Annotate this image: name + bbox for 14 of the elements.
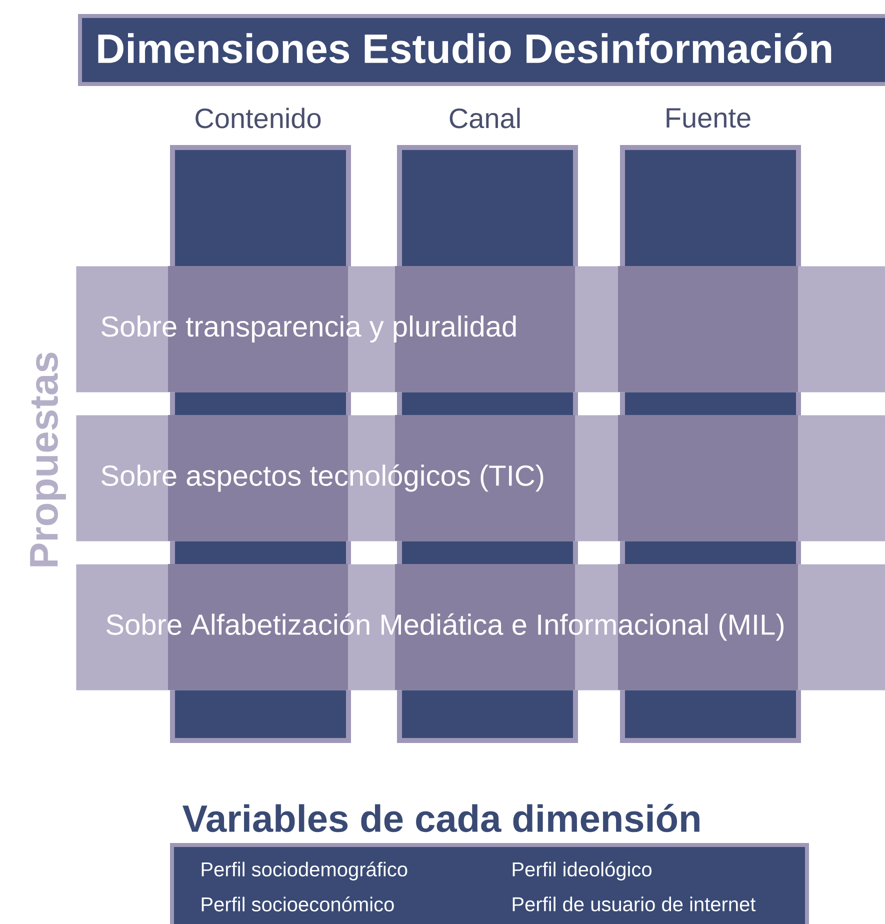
node-label: Perfil de usuario de internet: [512, 896, 756, 912]
title-banner: Dimensiones Estudio Desinformación: [78, 14, 885, 86]
variables-panel: Perfil sociodemográfico Perfil ideológico Perfil socioeconómico Perfil de usuario de internet: [170, 843, 809, 924]
column-heading: Canal: [450, 108, 520, 128]
proposal-band: Sobre Alfabetización Mediática e Informacional (MIL): [76, 564, 885, 690]
section-heading: Variables de cada dimensión: [182, 804, 700, 832]
column-heading: Contenido: [196, 108, 321, 128]
column-heading: Fuente: [666, 108, 750, 128]
proposal-band: Sobre transparencia y pluralidad: [76, 266, 885, 392]
proposal-band: Sobre aspectos tecnológicos (TIC): [76, 415, 885, 542]
side-label: Propuestas: [30, 352, 66, 566]
node-label: Perfil socioeconómico: [202, 896, 394, 912]
node-label: Perfil sociodemográfico: [202, 862, 408, 880]
node-label: Perfil ideológico: [512, 862, 652, 880]
